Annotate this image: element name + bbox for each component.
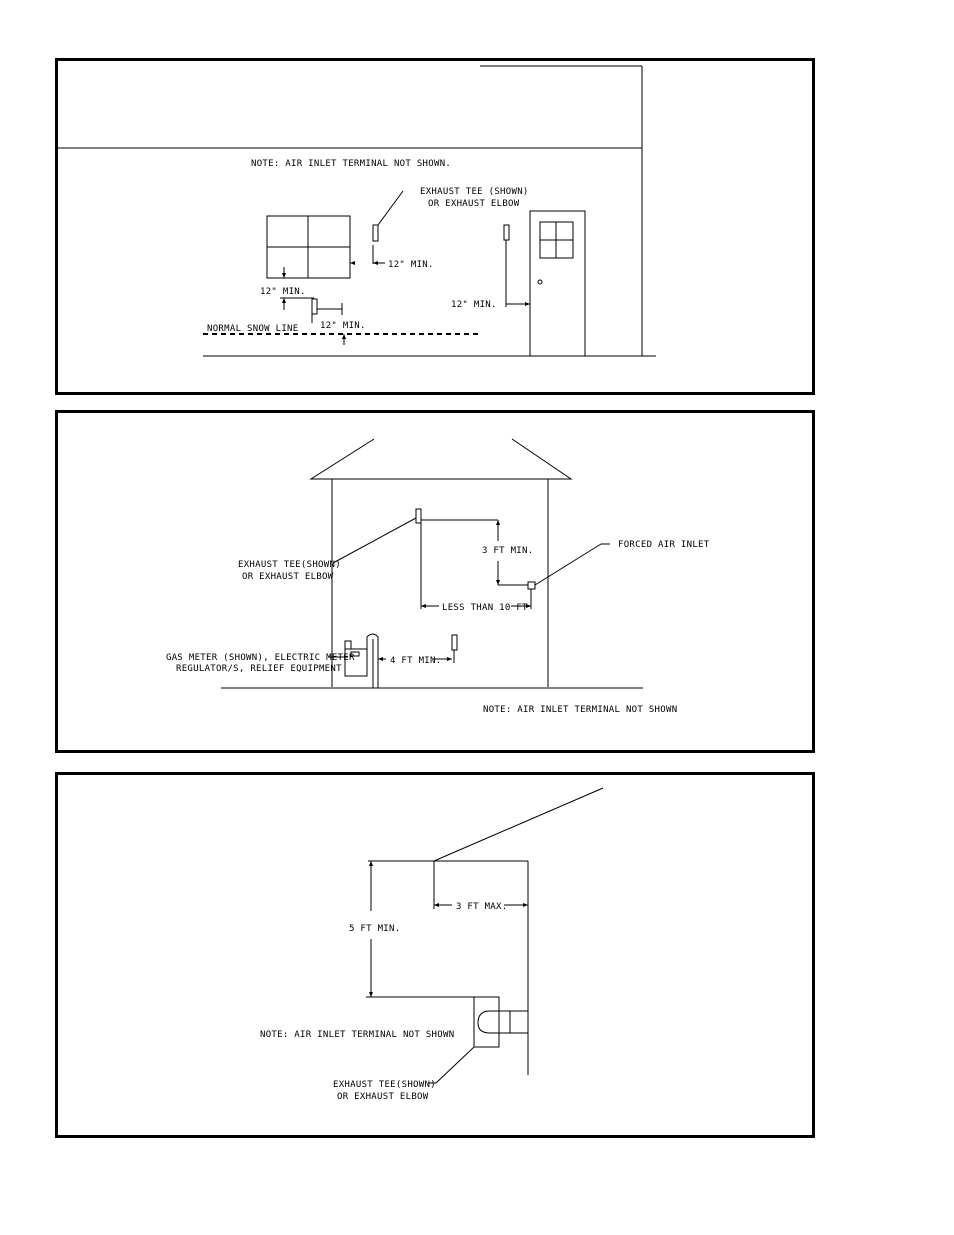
- dim-horizontal: 3 FT MAX.: [456, 902, 507, 912]
- exhaust-label-2: OR EXHAUST ELBOW: [337, 1092, 429, 1102]
- window: [266, 215, 351, 279]
- exhaust-tee-snow: [311, 298, 318, 315]
- dim-door: 12" MIN.: [451, 300, 497, 310]
- dim-horizontal: LESS THAN 10 FT: [442, 603, 528, 613]
- arrowhead: [496, 580, 500, 585]
- meter-label-2: REGULATOR/S, RELIEF EQUIPMENT: [176, 664, 342, 674]
- arrowhead: [373, 261, 378, 265]
- leader-line: [377, 190, 404, 226]
- diagram-panel-snow-window-door: NOTE: AIR INLET TERMINAL NOT SHOWN. EXHA…: [55, 58, 815, 395]
- dim-vertical: 5 FT MIN.: [349, 924, 400, 934]
- exhaust-label-2: OR EXHAUST ELBOW: [242, 572, 334, 582]
- door-knob: [537, 279, 543, 285]
- dim-window-side: 12" MIN.: [388, 260, 434, 270]
- exhaust-label-1: EXHAUST TEE(SHOWN): [238, 560, 341, 570]
- door: [529, 210, 586, 357]
- exhaust-label-2: OR EXHAUST ELBOW: [428, 199, 520, 209]
- clearance-diagram-1: NOTE: AIR INLET TERMINAL NOT SHOWN. EXHA…: [58, 65, 656, 357]
- roof-line: [433, 787, 604, 862]
- arrowhead: [447, 657, 452, 661]
- gas-meter: [344, 633, 379, 688]
- clearance-diagram-2: EXHAUST TEE(SHOWN) OR EXHAUST ELBOW 3 FT…: [166, 438, 710, 715]
- dim-meter: 4 FT MIN.: [390, 656, 441, 666]
- exhaust-tee: [415, 508, 422, 524]
- arrowhead: [434, 903, 439, 907]
- arrowhead: [496, 520, 500, 525]
- exhaust-label-1: EXHAUST TEE (SHOWN): [420, 187, 529, 197]
- arrowhead: [523, 903, 528, 907]
- forced-air-inlet: [527, 581, 536, 590]
- arrowhead: [378, 657, 383, 661]
- arrowhead: [282, 273, 286, 278]
- arrowhead: [282, 298, 286, 303]
- dim-vertical: 3 FT MIN.: [482, 546, 533, 556]
- diagram-panel-overhang: 5 FT MIN. 3 FT MAX. NOTE: AIR INLET TERM…: [55, 772, 815, 1138]
- meter-label-1: GAS METER (SHOWN), ELECTRIC METER: [166, 653, 355, 663]
- arrowhead: [369, 861, 373, 866]
- exhaust-tee-wall: [473, 996, 529, 1048]
- exhaust-label-1: EXHAUST TEE(SHOWN): [333, 1080, 436, 1090]
- diagram-panel-forced-air-meter: EXHAUST TEE(SHOWN) OR EXHAUST ELBOW 3 FT…: [55, 410, 815, 753]
- arrowhead: [421, 604, 426, 608]
- roof: [309, 438, 573, 480]
- clearance-diagram-3: 5 FT MIN. 3 FT MAX. NOTE: AIR INLET TERM…: [260, 787, 604, 1102]
- arrowhead: [350, 261, 355, 265]
- snow-line-label: NORMAL SNOW LINE: [207, 324, 299, 334]
- exhaust-tee-window: [372, 224, 379, 242]
- note-text: NOTE: AIR INLET TERMINAL NOT SHOWN.: [251, 159, 451, 169]
- dim-window-below: 12" MIN.: [260, 287, 306, 297]
- arrowhead: [525, 302, 530, 306]
- note-text: NOTE: AIR INLET TERMINAL NOT SHOWN: [260, 1030, 454, 1040]
- dim-snow: 12" MIN.: [320, 321, 366, 331]
- exhaust-tee-door: [503, 224, 510, 241]
- arrowhead: [369, 992, 373, 997]
- forced-air-inlet-label: FORCED AIR INLET: [618, 540, 710, 550]
- arrowhead: [526, 604, 531, 608]
- arrowhead: [342, 334, 346, 339]
- leader-line: [534, 543, 602, 586]
- leader-line: [332, 517, 417, 564]
- note-text: NOTE: AIR INLET TERMINAL NOT SHOWN: [483, 705, 677, 715]
- leader-line: [435, 1046, 475, 1084]
- exhaust-tee-low: [451, 634, 458, 651]
